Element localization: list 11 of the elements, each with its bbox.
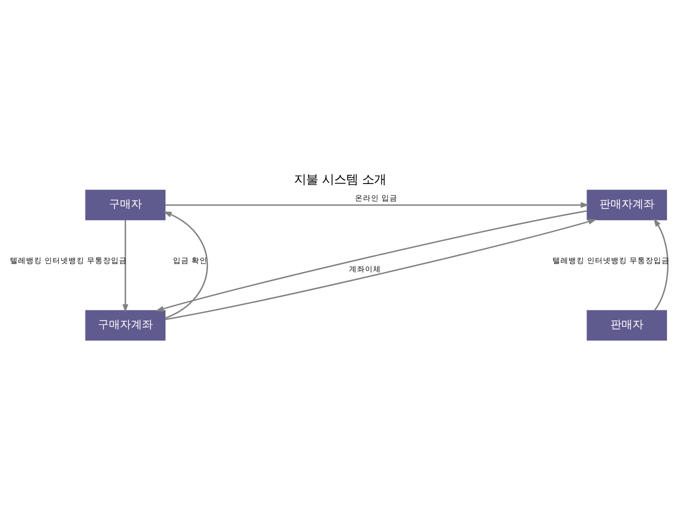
node-box: 구매자계좌 [85, 310, 166, 340]
node-box: 구매자 [85, 189, 166, 220]
arrow [163, 210, 208, 318]
diagram-title: 지불 시스템 소개 [294, 170, 386, 186]
arrow [165, 202, 590, 208]
arrow [122, 220, 128, 312]
arrow [165, 218, 597, 320]
arrow [654, 218, 668, 310]
node-box: 판매자계좌 [586, 189, 667, 220]
node-box: 판매자 [586, 310, 667, 340]
arrow [155, 210, 588, 312]
